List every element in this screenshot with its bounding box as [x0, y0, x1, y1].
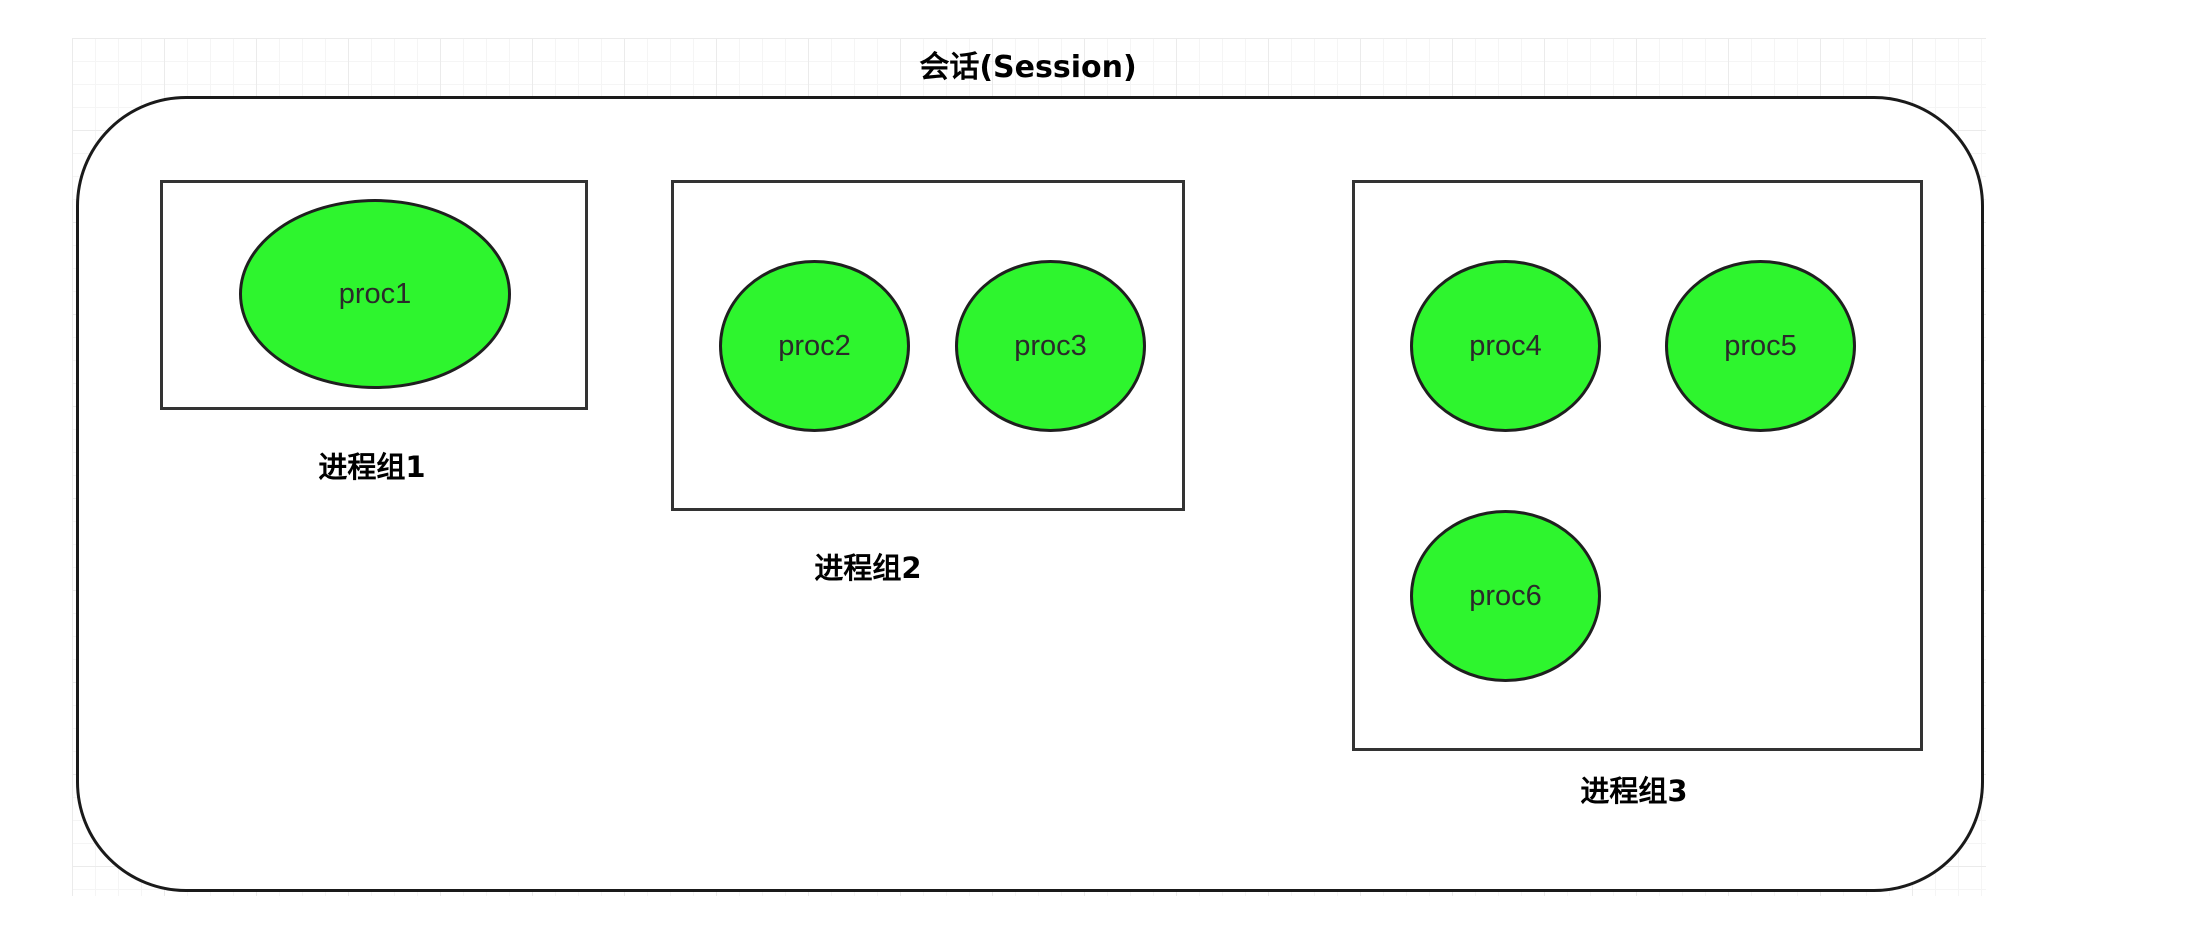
process-node-proc1: proc1 — [239, 199, 511, 389]
process-node-proc2: proc2 — [719, 260, 910, 432]
process-node-proc4: proc4 — [1410, 260, 1601, 432]
process-group-3-label: 进程组3 — [1580, 774, 1688, 808]
process-group-2-label: 进程组2 — [814, 551, 922, 585]
session-title: 会话(Session) — [919, 50, 1137, 85]
process-node-proc5: proc5 — [1665, 260, 1856, 432]
process-group-3-box — [1352, 180, 1923, 751]
process-node-proc6: proc6 — [1410, 510, 1601, 682]
process-node-proc3: proc3 — [955, 260, 1146, 432]
process-group-1-label: 进程组1 — [318, 450, 426, 484]
